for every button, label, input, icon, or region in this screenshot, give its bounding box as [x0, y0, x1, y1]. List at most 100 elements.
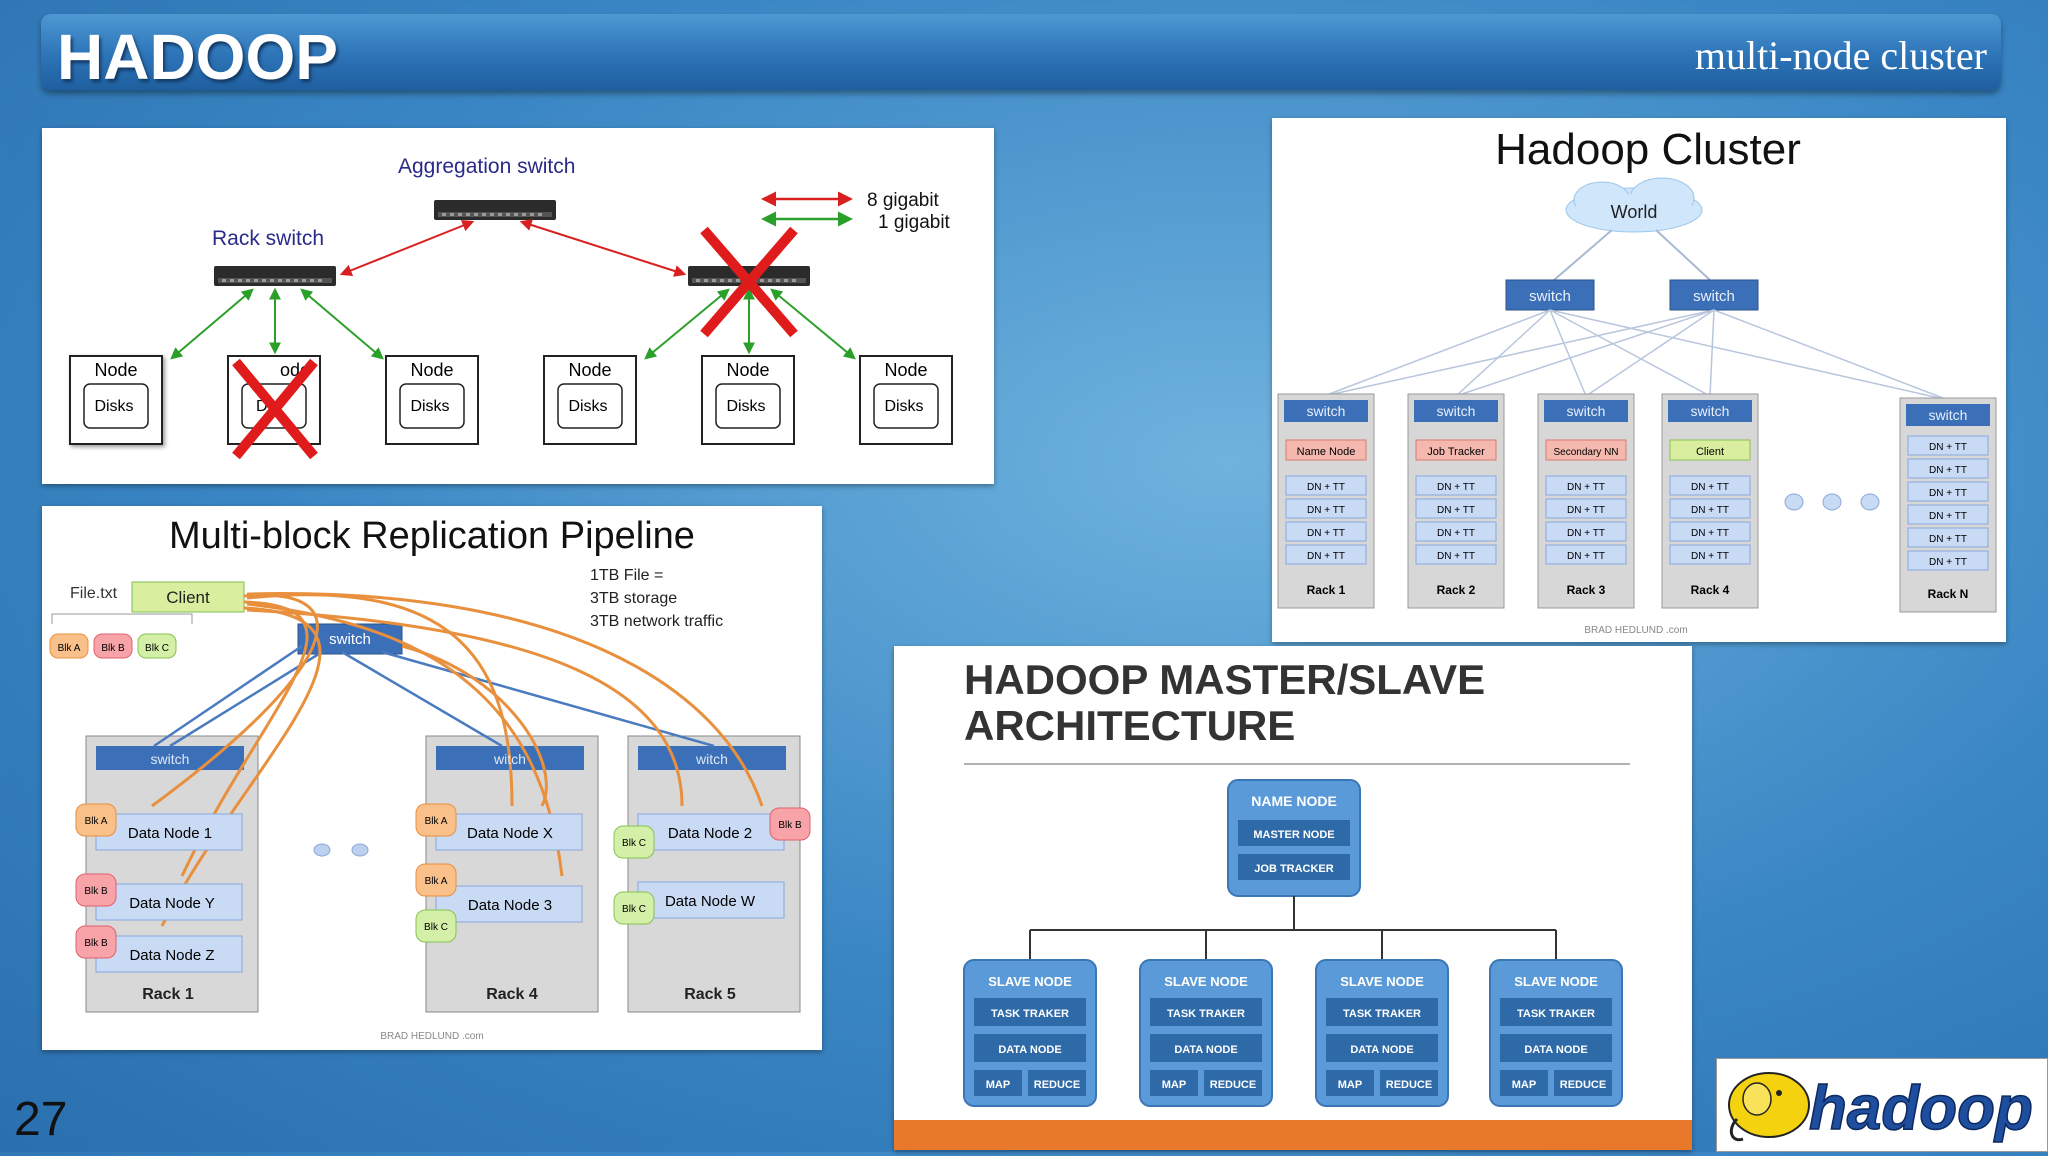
blk-b-disk: Blk B — [93, 633, 133, 659]
ellipsis-dot — [313, 843, 331, 857]
blk-a-on-node-1: Blk A — [75, 803, 117, 837]
svg-text:REDUCE: REDUCE — [1034, 1079, 1080, 1091]
svg-text:Blk C: Blk C — [622, 838, 646, 849]
switch-links — [153, 644, 715, 748]
svg-text:TASK TRAKER: TASK TRAKER — [1343, 1008, 1421, 1020]
node-4: Node Disks — [543, 355, 637, 445]
rack-switch-left — [214, 266, 336, 286]
svg-text:Data Node Z: Data Node Z — [129, 947, 214, 964]
svg-text:DATA NODE: DATA NODE — [1350, 1044, 1413, 1056]
node-label: Node — [726, 360, 769, 380]
uplink-right — [519, 219, 687, 277]
replication-arrows — [151, 592, 764, 927]
blk-b-on-node-2: Blk B — [769, 807, 811, 841]
blk-c-on-node-3: Blk C — [415, 909, 457, 943]
link-r1 — [644, 288, 730, 360]
svg-text:DATA NODE: DATA NODE — [998, 1044, 1061, 1056]
aggregation-switch-label: Aggregation switch — [398, 155, 575, 178]
pipeline-title: Multi-block Replication Pipeline — [169, 515, 695, 557]
rack-4-label: Rack 4 — [486, 986, 538, 1003]
cluster-mesh-links — [1323, 309, 1949, 401]
blk-b-on-node-z: Blk B — [75, 925, 117, 959]
name-node-box: NAME NODE MASTER NODE JOB TRACKER — [1227, 779, 1361, 897]
uplink-left — [339, 219, 475, 277]
svg-text:Blk C: Blk C — [145, 643, 169, 654]
svg-text:DN + TT: DN + TT — [1437, 482, 1475, 493]
svg-text:MAP: MAP — [986, 1079, 1010, 1091]
svg-text:TASK TRAKER: TASK TRAKER — [991, 1008, 1069, 1020]
svg-text:Blk C: Blk C — [424, 922, 448, 933]
core-switch-1-label: switch — [1529, 288, 1571, 305]
cluster-credit: BRAD HEDLUND .com — [1584, 625, 1687, 636]
pipeline-credit: BRAD HEDLUND .com — [380, 1031, 483, 1042]
svg-text:DN + TT: DN + TT — [1437, 528, 1475, 539]
svg-text:Data Node 1: Data Node 1 — [128, 825, 212, 842]
rack-1-switch-label: switch — [151, 751, 190, 767]
svg-text:Blk B: Blk B — [778, 820, 802, 831]
svg-text:MAP: MAP — [1162, 1079, 1186, 1091]
rack-3: switch Secondary NN DN + TT DN + TT DN +… — [1537, 393, 1635, 609]
svg-text:Rack 4: Rack 4 — [1691, 583, 1730, 597]
architecture-title-line2: ARCHITECTURE — [964, 702, 1295, 749]
svg-text:DN + TT: DN + TT — [1307, 528, 1345, 539]
data-node-z: Data Node Z — [95, 935, 243, 973]
svg-text:DATA NODE: DATA NODE — [1174, 1044, 1237, 1056]
rack-5-switch-label: witch — [695, 751, 728, 767]
logo-text: hadoop — [1809, 1074, 2033, 1143]
rack-switch-label: Rack switch — [212, 227, 324, 250]
svg-text:Blk B: Blk B — [84, 886, 108, 897]
svg-text:DN + TT: DN + TT — [1437, 551, 1475, 562]
disks-label: D — [256, 398, 268, 415]
architecture-title-line1: HADOOP MASTER/SLAVE — [964, 656, 1485, 703]
disks-label: Disks — [94, 398, 133, 415]
svg-text:Data Node Y: Data Node Y — [129, 895, 215, 912]
aggregation-switch — [434, 200, 556, 220]
network-diagram: Aggregation switch Rack switch 8 gigabit… — [69, 155, 953, 460]
svg-text:Job Tracker: Job Tracker — [1427, 446, 1485, 458]
disks-label: Disks — [726, 398, 765, 415]
svg-text:DN + TT: DN + TT — [1307, 482, 1345, 493]
svg-text:DN + TT: DN + TT — [1691, 505, 1729, 516]
svg-text:SLAVE NODE: SLAVE NODE — [1514, 974, 1598, 989]
data-node-2: Data Node 2 — [637, 813, 785, 851]
core-switch-label: switch — [329, 631, 371, 648]
hadoop-cluster-panel: Hadoop Cluster World switch switch switc… — [1272, 118, 2006, 642]
node-1: Node Disks — [69, 355, 163, 445]
svg-text:SLAVE NODE: SLAVE NODE — [988, 974, 1072, 989]
svg-text:DN + TT: DN + TT — [1929, 465, 1967, 476]
svg-text:Rack 1: Rack 1 — [1307, 583, 1346, 597]
slide-title: HADOOP — [57, 21, 338, 93]
svg-text:DN + TT: DN + TT — [1929, 557, 1967, 568]
note-line3: 3TB network traffic — [590, 613, 723, 630]
svg-text:switch: switch — [1691, 403, 1730, 419]
svg-text:Data Node 3: Data Node 3 — [468, 897, 552, 914]
svg-text:Rack 3: Rack 3 — [1567, 583, 1606, 597]
hadoop-elephant-logo-icon: hadoop — [1728, 1072, 2034, 1144]
disks-label: Disks — [884, 398, 923, 415]
svg-text:SLAVE NODE: SLAVE NODE — [1164, 974, 1248, 989]
node-5: Node Disks — [701, 355, 795, 445]
svg-text:DN + TT: DN + TT — [1307, 505, 1345, 516]
node-3: Node Disks — [385, 355, 479, 445]
core-switch-2-label: switch — [1693, 288, 1735, 305]
svg-text:DN + TT: DN + TT — [1567, 551, 1605, 562]
slave-node-1: SLAVE NODE TASK TRAKER DATA NODE MAP RED… — [963, 959, 1097, 1107]
slide-subtitle: multi-node cluster — [1694, 33, 1987, 78]
rack-1-switch — [96, 746, 244, 770]
svg-text:Data Node X: Data Node X — [467, 825, 553, 842]
svg-text:Blk B: Blk B — [84, 938, 108, 949]
svg-text:Blk B: Blk B — [101, 643, 125, 654]
svg-text:DN + TT: DN + TT — [1437, 505, 1475, 516]
svg-text:Blk A: Blk A — [425, 816, 448, 827]
svg-text:Blk A: Blk A — [425, 876, 448, 887]
svg-text:Rack 2: Rack 2 — [1437, 583, 1476, 597]
rack-1-label: Rack 1 — [142, 986, 194, 1003]
hierarchy-connectors — [1029, 896, 1557, 960]
master-slave-panel: HADOOP MASTER/SLAVE ARCHITECTURE NAME NO… — [894, 646, 1692, 1150]
network-diagram-panel: Aggregation switch Rack switch 8 gigabit… — [42, 128, 994, 484]
note-line1: 1TB File = — [590, 567, 663, 584]
replication-pipeline-panel: Multi-block Replication Pipeline File.tx… — [42, 506, 822, 1050]
svg-text:DN + TT: DN + TT — [1929, 442, 1967, 453]
svg-text:DN + TT: DN + TT — [1691, 551, 1729, 562]
svg-text:MASTER NODE: MASTER NODE — [1253, 829, 1334, 841]
